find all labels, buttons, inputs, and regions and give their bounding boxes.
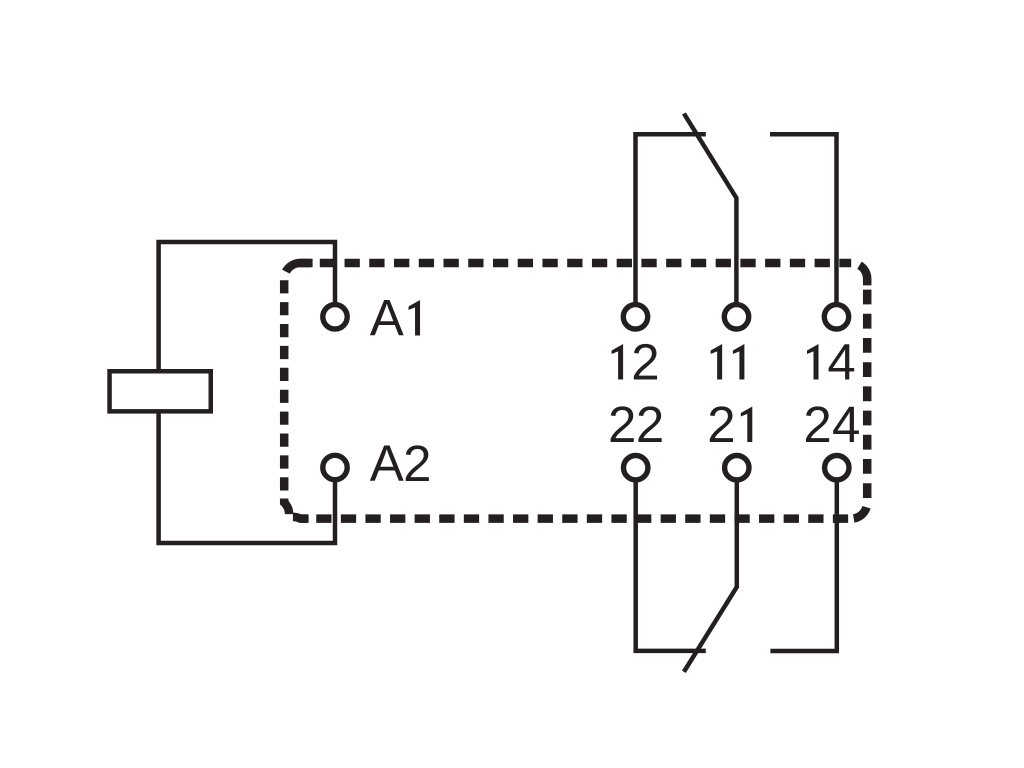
svg-text:2: 2: [707, 396, 735, 453]
svg-text:2: 2: [636, 396, 664, 453]
svg-text:4: 4: [832, 396, 860, 453]
svg-text:A: A: [370, 435, 404, 492]
svg-text:2: 2: [403, 435, 431, 492]
svg-text:A: A: [370, 290, 404, 347]
svg-text:4: 4: [827, 334, 855, 391]
svg-text:2: 2: [608, 396, 636, 453]
svg-text:2: 2: [631, 334, 659, 391]
svg-text:2: 2: [803, 396, 831, 453]
